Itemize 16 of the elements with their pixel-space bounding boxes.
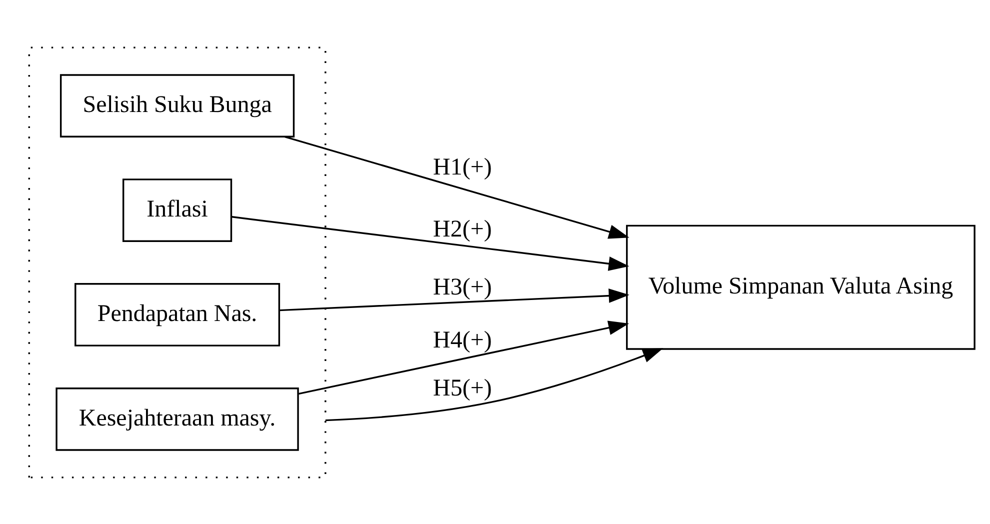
arrow xyxy=(284,135,630,238)
arrow xyxy=(279,288,630,311)
node-box: Pendapatan Nas. xyxy=(74,282,280,346)
edge-label: H3(+) xyxy=(433,274,492,300)
edge-label: H1(+) xyxy=(433,154,492,180)
arrow xyxy=(298,320,630,394)
node-box: Volume Simpanan Valuta Asing xyxy=(626,224,976,350)
edge-label: H5(+) xyxy=(433,375,492,402)
arrow xyxy=(231,215,630,270)
node-box: Inflasi xyxy=(122,178,232,242)
edge-label: H4(+) xyxy=(433,327,492,354)
cluster xyxy=(28,46,326,478)
edge-label: H2(+) xyxy=(433,216,492,242)
arrow xyxy=(325,348,664,421)
node-box: Kesejahteraan masy. xyxy=(56,387,299,450)
node-box: Selisih Suku Bunga xyxy=(60,74,295,137)
